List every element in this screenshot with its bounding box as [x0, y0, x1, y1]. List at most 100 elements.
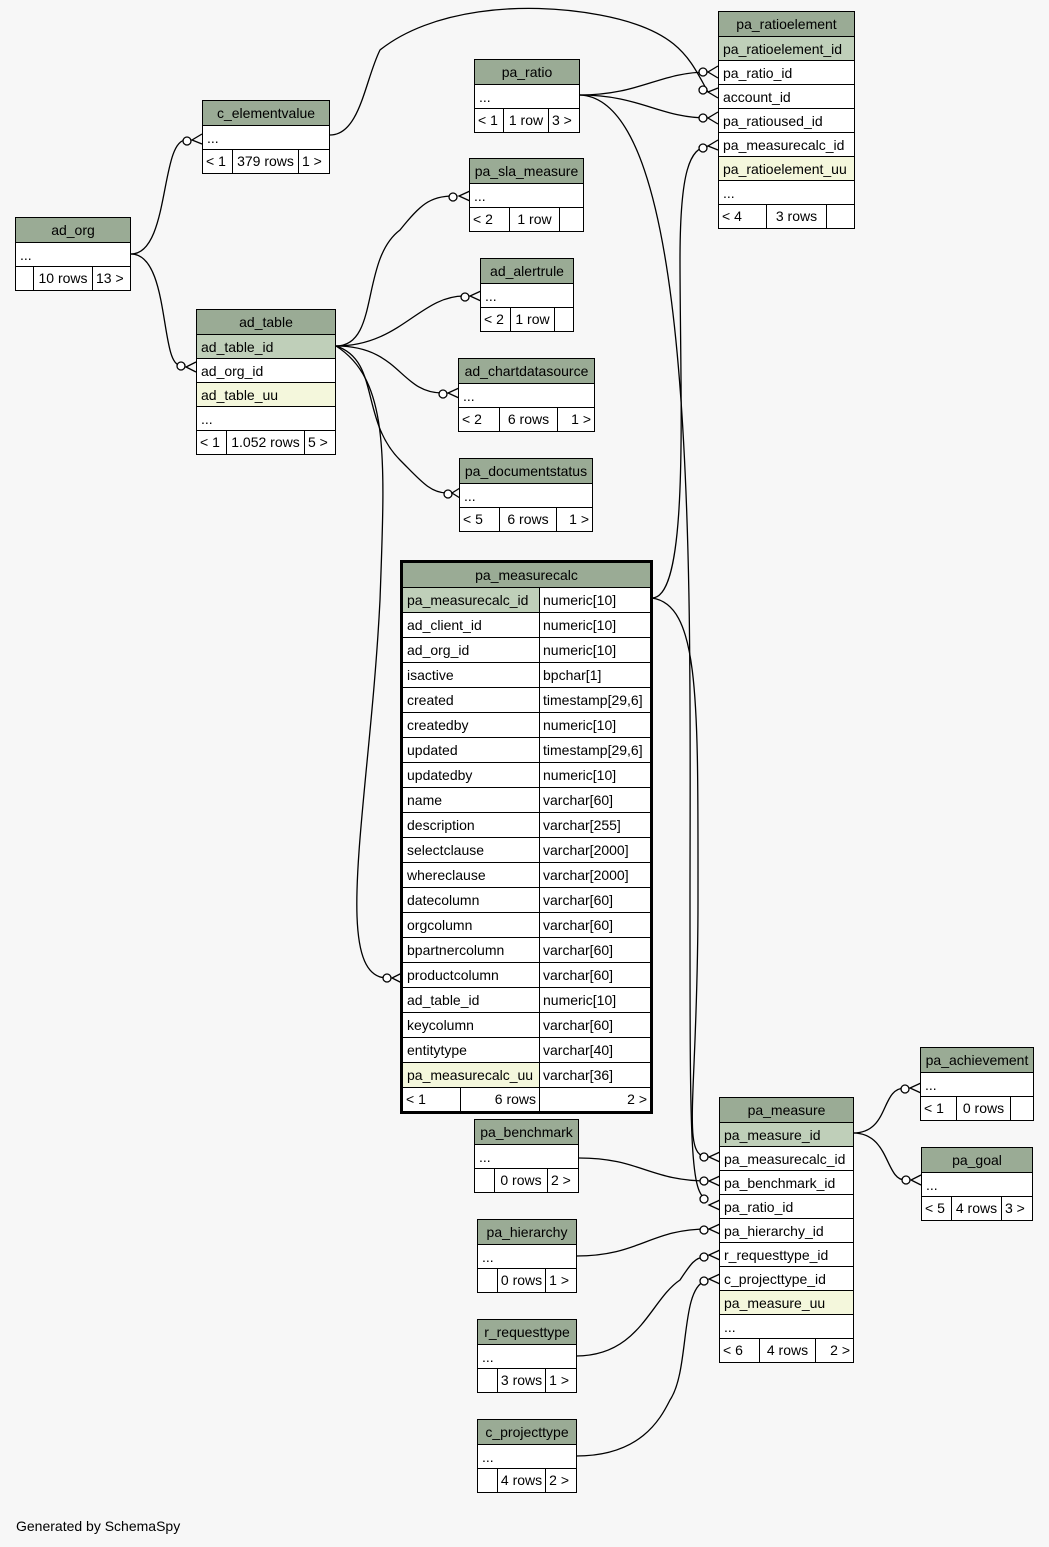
children-count[interactable] [1011, 1097, 1033, 1120]
parents-count[interactable]: < 6 [720, 1339, 760, 1362]
parents-count[interactable]: < 1 [403, 1088, 461, 1111]
parents-count[interactable]: < 2 [470, 208, 510, 231]
parents-count[interactable]: < 1 [921, 1097, 957, 1120]
table-ad_alertrule[interactable]: ad_alertrule ... < 2 1 row [480, 258, 574, 332]
children-count[interactable]: 1 > [571, 411, 591, 427]
table-ad_chartdatasource[interactable]: ad_chartdatasource ... < 2 6 rows 1 > [458, 358, 595, 432]
column-pa_measure_id[interactable]: pa_measure_id [720, 1123, 853, 1147]
table-pa_ratio[interactable]: pa_ratio ... < 1 1 row 3 > [474, 59, 580, 133]
column-pa_benchmark_id[interactable]: pa_benchmark_id [720, 1171, 853, 1195]
children-count[interactable]: 1 > [549, 1272, 570, 1288]
table-ad_table[interactable]: ad_table ad_table_id ad_org_id ad_table_… [196, 309, 336, 455]
table-title[interactable]: pa_documentstatus [460, 459, 592, 484]
column-pa_ratioelement_id[interactable]: pa_ratioelement_id [719, 37, 854, 61]
table-title[interactable]: pa_achievement [921, 1048, 1033, 1073]
column-ad_table_uu[interactable]: ad_table_uu [197, 383, 335, 407]
parents-count[interactable]: < 1 [475, 109, 504, 132]
column-pa_ratioelement_uu[interactable]: pa_ratioelement_uu [719, 157, 854, 181]
column-pa_ratio_id[interactable]: pa_ratio_id [719, 61, 854, 85]
children-count[interactable] [555, 308, 573, 331]
column-pa_measurecalc_id[interactable]: pa_measurecalc_id [720, 1147, 853, 1171]
column-pa_ratioused_id[interactable]: pa_ratioused_id [719, 109, 854, 133]
table-pa_hierarchy[interactable]: pa_hierarchy ... 0 rows 1 > [477, 1219, 577, 1293]
column-account_id[interactable]: account_id [719, 85, 854, 109]
table-r_requesttype[interactable]: r_requesttype ... 3 rows 1 > [477, 1319, 577, 1393]
parents-count[interactable]: < 2 [459, 408, 500, 431]
parents-count[interactable] [478, 1269, 498, 1292]
table-title[interactable]: pa_ratioelement [719, 12, 854, 37]
parents-count[interactable] [478, 1469, 498, 1492]
children-count[interactable]: 2 > [830, 1342, 850, 1358]
table-title[interactable]: pa_hierarchy [478, 1220, 576, 1245]
parents-count[interactable]: < 5 [460, 508, 500, 531]
children-count[interactable]: 2 > [627, 1091, 647, 1107]
table-pa_achievement[interactable]: pa_achievement ... < 1 0 rows [920, 1047, 1034, 1121]
table-ad_org[interactable]: ad_org ... 10 rows 13 > [15, 217, 131, 291]
table-title[interactable]: pa_measurecalc [403, 563, 650, 588]
parents-count[interactable] [478, 1369, 498, 1392]
children-count[interactable]: 1 > [549, 1372, 570, 1388]
parents-count[interactable] [16, 267, 34, 290]
column-pa_hierarchy_id[interactable]: pa_hierarchy_id [720, 1219, 853, 1243]
table-title[interactable]: c_projecttype [478, 1420, 576, 1445]
table-title[interactable]: pa_ratio [475, 60, 579, 85]
table-c_projecttype[interactable]: c_projecttype ... 4 rows 2 > [477, 1419, 577, 1493]
parents-count[interactable]: < 2 [481, 308, 511, 331]
table-title[interactable]: ad_org [16, 218, 130, 243]
table-title[interactable]: pa_goal [922, 1148, 1032, 1173]
column-pa_ratio_id[interactable]: pa_ratio_id [720, 1195, 853, 1219]
table-pa_goal[interactable]: pa_goal ... < 5 4 rows 3 > [921, 1147, 1033, 1221]
column-r_requesttype_id[interactable]: r_requesttype_id [720, 1243, 853, 1267]
parents-count[interactable] [475, 1169, 495, 1192]
children-count[interactable]: 13 > [96, 270, 124, 286]
parents-count[interactable]: < 5 [922, 1197, 952, 1220]
children-count[interactable]: 5 > [308, 434, 328, 450]
table-pa_measure[interactable]: pa_measure pa_measure_id pa_measurecalc_… [719, 1097, 854, 1363]
table-pa_sla_measure[interactable]: pa_sla_measure ... < 2 1 row [469, 158, 584, 232]
children-count[interactable]: 2 > [549, 1472, 570, 1488]
parents-count[interactable]: < 1 [203, 150, 233, 173]
column-c_projecttype_id[interactable]: c_projecttype_id [720, 1267, 853, 1291]
table-pa_ratioelement[interactable]: pa_ratioelement pa_ratioelement_id pa_ra… [718, 11, 855, 229]
column-pa_measurecalc_id[interactable]: pa_measurecalc_id [719, 133, 854, 157]
children-count[interactable]: 1 > [569, 511, 589, 527]
table-title[interactable]: pa_sla_measure [470, 159, 583, 184]
children-count[interactable]: 2 > [551, 1172, 571, 1188]
table-title[interactable]: c_elementvalue [203, 101, 329, 126]
column-pa_measure_uu[interactable]: pa_measure_uu [720, 1291, 853, 1315]
column-ad_table_id[interactable]: ad_table_id [197, 335, 335, 359]
table-title[interactable]: r_requesttype [478, 1320, 576, 1345]
parents-count[interactable]: < 1 [197, 431, 227, 454]
children-count[interactable] [560, 208, 583, 231]
table-title[interactable]: pa_measure [720, 1098, 853, 1123]
children-count[interactable]: 3 > [1005, 1200, 1025, 1216]
table-pa_documentstatus[interactable]: pa_documentstatus ... < 5 6 rows 1 > [459, 458, 593, 532]
column-ad_org_id[interactable]: ad_org_id [197, 359, 335, 383]
table-title[interactable]: ad_alertrule [481, 259, 573, 284]
table-title[interactable]: ad_chartdatasource [459, 359, 594, 384]
table-title[interactable]: pa_benchmark [475, 1120, 578, 1145]
table-c_elementvalue[interactable]: c_elementvalue ... < 1 379 rows 1 > [202, 100, 330, 174]
table-title[interactable]: ad_table [197, 310, 335, 335]
